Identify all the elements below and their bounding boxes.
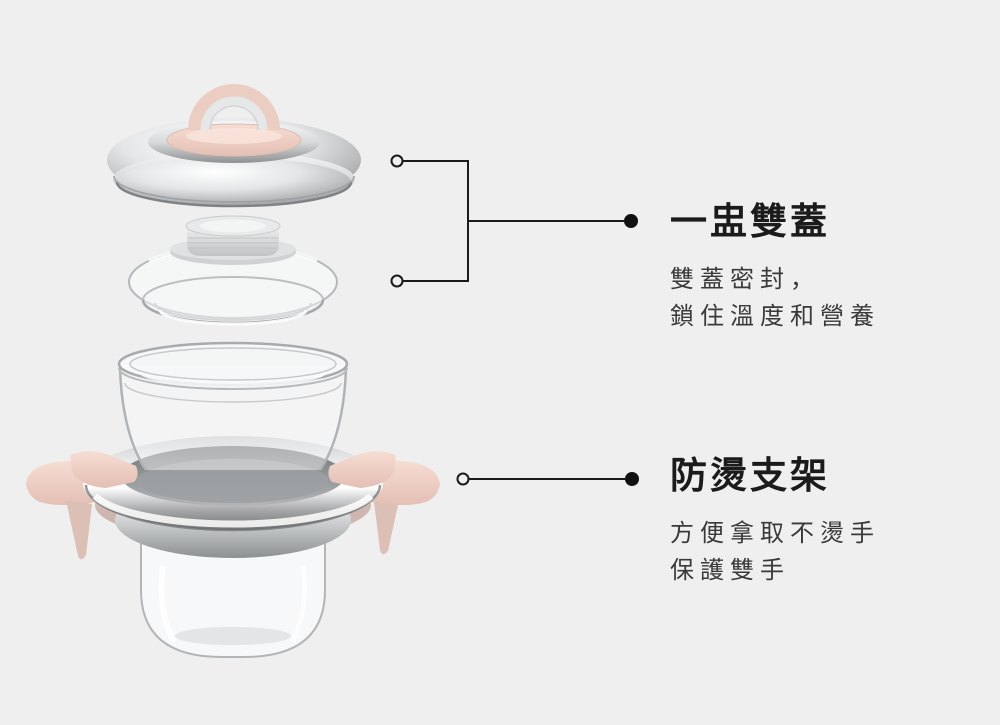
inner-lid-knob: [185, 215, 281, 256]
description-line: 雙蓋密封，: [670, 266, 820, 293]
description-line: 保護雙手: [670, 557, 790, 584]
callout-double-lid: 一盅雙蓋 雙蓋密封， 鎖住溫度和營養: [670, 200, 980, 335]
callout-double-lid-description: 雙蓋密封， 鎖住溫度和營養: [670, 261, 980, 335]
anti-scald-bracket: [26, 436, 440, 560]
connector-double-lid: [390, 154, 638, 288]
bracket-left-clamp: [66, 451, 138, 560]
anchor-dot-inner-lid: [390, 274, 404, 288]
anchor-dot-outer-lid: [390, 154, 404, 168]
callout-connectors: [390, 154, 639, 486]
anchor-dot-bracket: [456, 472, 470, 486]
bracket-right-clamp: [328, 451, 398, 555]
label-dot-bracket: [625, 472, 639, 486]
callout-anti-scald-bracket-description: 方便拿取不燙手 保護雙手: [670, 515, 980, 589]
connector-bracket: [456, 472, 639, 486]
callout-double-lid-title: 一盅雙蓋: [670, 201, 830, 242]
callout-anti-scald-bracket-title: 防燙支架: [670, 455, 830, 496]
glass-pot: [140, 540, 326, 658]
callout-anti-scald-bracket: 防燙支架 方便拿取不燙手 保護雙手: [670, 454, 980, 589]
glass-inner-lid: [128, 215, 338, 326]
lid-ring-handle: [188, 84, 280, 131]
glass-pot-upper: [117, 341, 349, 471]
bracket-steel-ring: [83, 436, 383, 532]
description-line: 方便拿取不燙手: [670, 520, 880, 547]
steel-outer-lid: [107, 84, 361, 208]
description-line: 鎖住溫度和營養: [670, 303, 880, 330]
label-dot-double-lid: [624, 214, 638, 228]
